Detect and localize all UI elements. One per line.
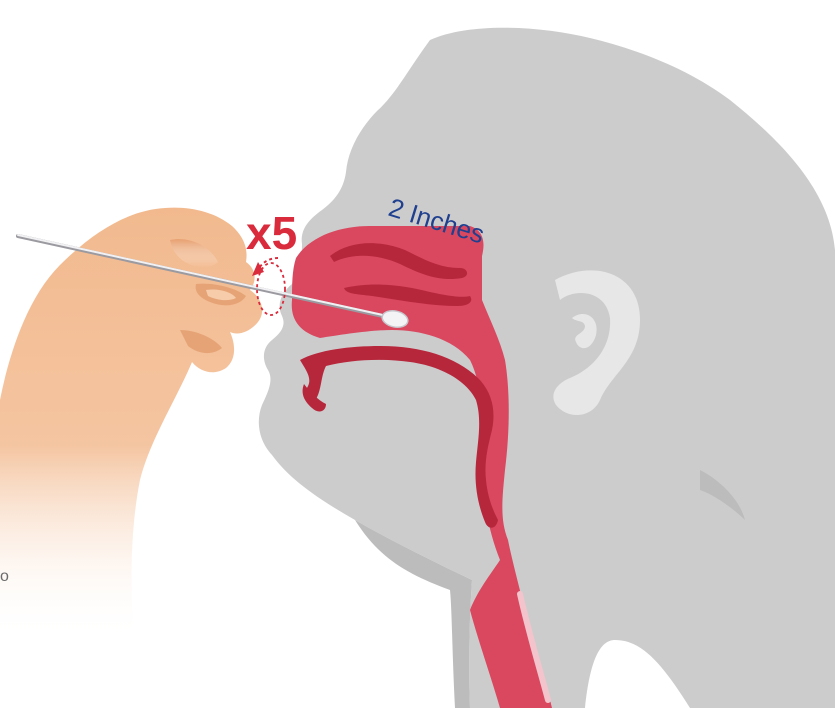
head-silhouette <box>259 28 835 708</box>
cropped-edge-text: o <box>0 568 9 586</box>
hand-icon <box>0 208 262 640</box>
rotation-count-label: x5 <box>246 210 297 256</box>
